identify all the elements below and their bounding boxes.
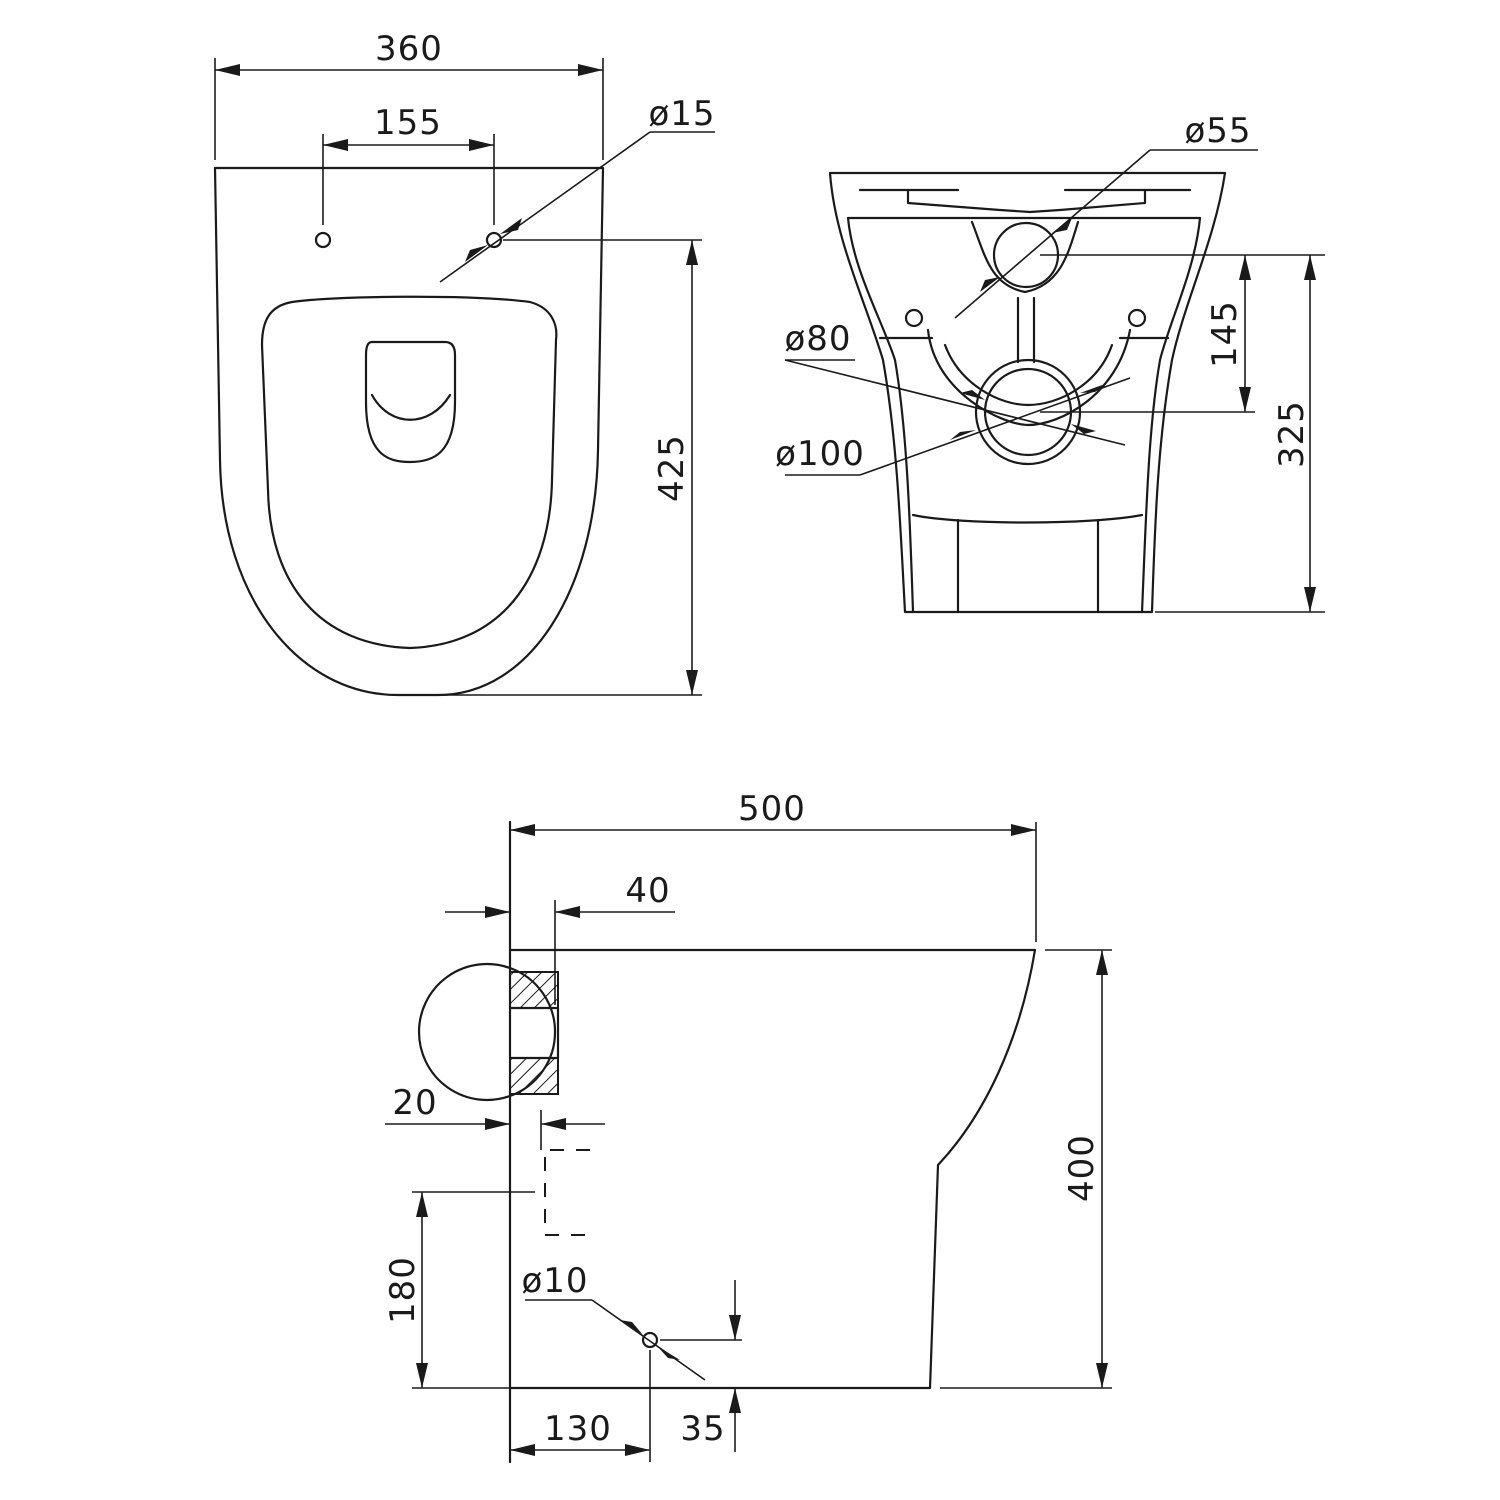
side-view-body-outline — [508, 948, 1037, 1390]
dim-depth-425: 425 — [652, 434, 692, 502]
dim-outlet-height-180: 180 — [383, 1256, 423, 1324]
back-view-inner-outline — [846, 216, 1202, 614]
dim-fixing-height-35: 35 — [680, 1409, 725, 1449]
inlet-section-circle — [417, 962, 512, 1102]
dim-outlet-inner-80: ø80 — [784, 319, 851, 359]
dim-inlet-height-325: 325 — [1272, 400, 1312, 468]
dim-height-400: 400 — [1062, 1134, 1102, 1202]
bowl-inner-curve — [370, 393, 452, 421]
side-view: 500 40 20 180 ø10 130 — [383, 789, 1112, 1464]
back-view: ø55 ø80 ø100 145 325 — [775, 111, 1325, 614]
dim-wall-gap-20: 20 — [392, 1083, 437, 1123]
dim-hole-diameter-15: ø15 — [648, 94, 715, 134]
dim-inlet-diameter-55: ø55 — [1184, 111, 1251, 151]
dim-width-360: 360 — [375, 29, 443, 69]
fixing-hole — [641, 1331, 659, 1349]
dim-hole-spacing-155: 155 — [374, 103, 442, 143]
seat-hole-right — [485, 231, 503, 249]
back-view-outline — [828, 171, 1227, 614]
top-view: 360 155 ø15 425 — [213, 29, 715, 697]
dim-inlet-depth-40: 40 — [625, 871, 670, 911]
dim-inlet-outlet-145: 145 — [1205, 300, 1245, 368]
bowl-opening — [364, 340, 457, 464]
dim-fixing-offset-130: 130 — [544, 1409, 612, 1449]
seat-outline — [260, 295, 558, 650]
seat-hole-left — [314, 231, 332, 249]
dim-fixing-hole-10: ø10 — [521, 1261, 588, 1301]
dim-outlet-outer-100: ø100 — [775, 434, 865, 474]
top-view-body-outline — [213, 166, 605, 697]
dim-length-500: 500 — [738, 789, 806, 829]
